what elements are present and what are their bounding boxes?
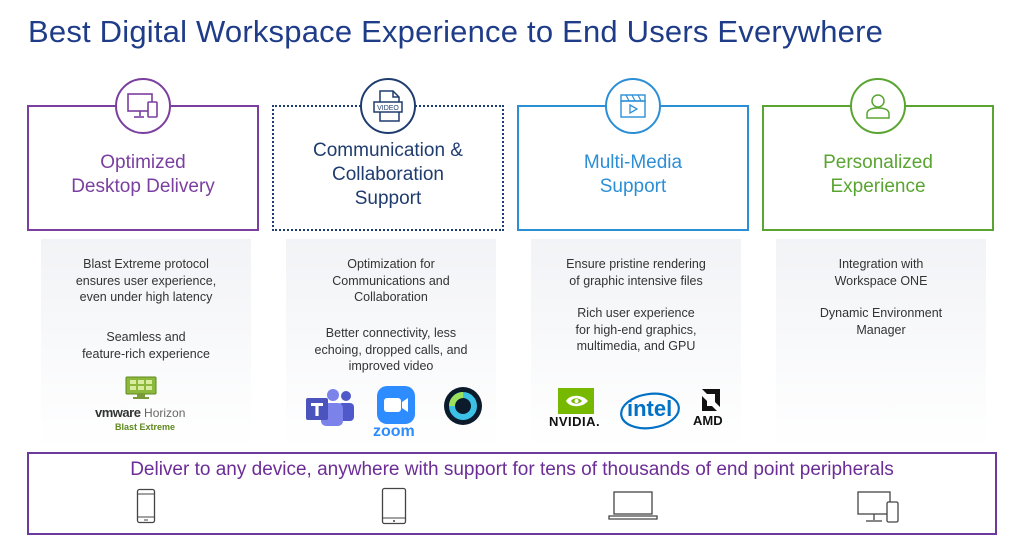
intel-wordmark: intel [627,396,673,421]
horizon-icon [125,376,157,405]
video-player-icon [605,78,661,134]
vmware-wordmark: vmware [95,405,141,420]
nvidia-logo-icon [558,388,594,419]
nvidia-wordmark: NVIDIA. [549,414,601,429]
description-panel [776,239,986,449]
video-file-icon: VIDEO [360,78,416,134]
desktop-with-phone-icon [856,488,902,531]
devices-banner [27,452,997,535]
zoom-logo-icon [376,385,416,430]
laptop-icon [607,490,659,527]
teams-logo-icon [304,388,356,433]
webex-logo-icon [443,386,483,431]
pillar-title: Multi-Media Support [583,152,683,197]
description-text: Rich user experience for high-end graphi… [575,306,697,353]
description-text: Seamless and feature-rich experience [82,330,210,361]
description-text: Dynamic Environment Manager [819,306,943,337]
desktop-monitor-icon [115,78,171,134]
description-panel [41,239,251,449]
pillar-title: Communication & Collaboration Support [313,140,463,209]
amd-logo-icon [698,389,722,416]
description-text: Optimization for Communications and Coll… [332,257,450,304]
page-title: Best Digital Workspace Experience to End… [28,14,884,49]
smartphone-icon [136,488,156,529]
devices-banner-text: Deliver to any device, anywhere with sup… [130,459,894,480]
description-text: Ensure pristine rendering of graphic int… [566,257,706,288]
tablet-icon [381,487,407,530]
pillar-title: Optimized Desktop Delivery [71,152,215,197]
description-text: Blast Extreme protocol ensures user expe… [75,257,217,304]
zoom-wordmark: zoom [373,423,415,440]
user-profile-icon [850,78,906,134]
amd-wordmark: AMD [693,413,723,428]
pillar-title: Personalized Experience [823,152,933,197]
description-text: Integration with Workspace ONE [834,257,928,288]
intel-logo-icon [619,390,681,437]
description-text: Better connectivity, less echoing, dropp… [314,326,468,373]
video-label: VIDEO [377,105,399,112]
description-panel [531,239,741,449]
vmware-horizon-logo: vmware Horizon [95,405,185,420]
horizon-wordmark: Horizon [144,406,186,420]
blast-extreme-label: Blast Extreme [115,422,176,432]
